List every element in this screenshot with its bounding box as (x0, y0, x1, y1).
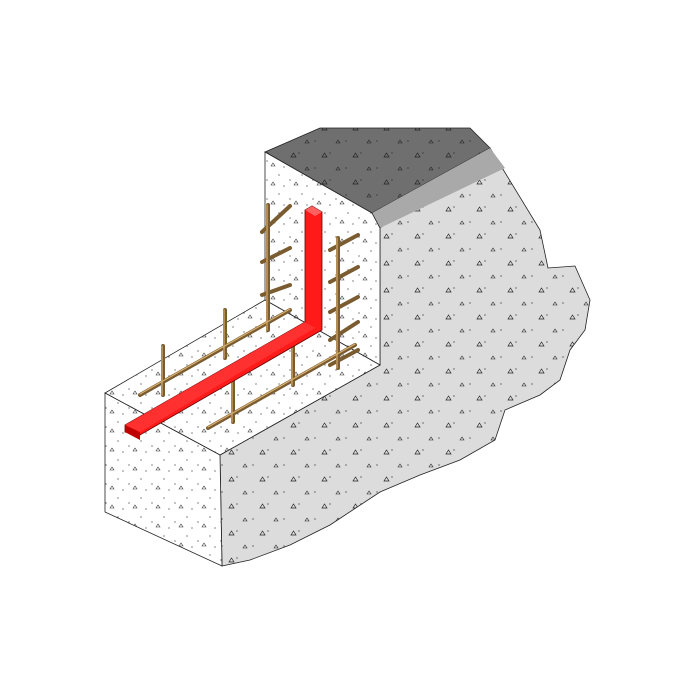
rebar-cage (138, 203, 360, 430)
waterstop (124, 205, 323, 440)
top-band (372, 148, 505, 228)
